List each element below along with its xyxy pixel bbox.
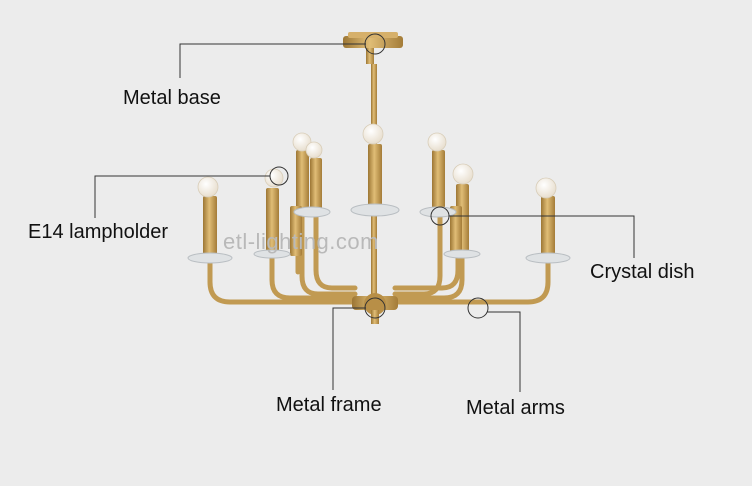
metal-base-callout-circle	[364, 33, 386, 55]
metal-frame	[352, 293, 398, 324]
metal-frame-callout-circle	[364, 297, 386, 319]
bulbs	[197, 123, 557, 199]
leader-lines	[94, 33, 635, 392]
lampholder-callout-circle	[269, 166, 289, 186]
crystal-dish-callout-circle	[430, 206, 450, 226]
label-metal-arms: Metal arms	[466, 397, 565, 419]
crystal-dishes	[187, 203, 571, 264]
label-metal-frame: Metal frame	[276, 394, 382, 416]
metal-base	[343, 32, 403, 64]
metal-arms-callout-circle	[467, 297, 489, 319]
candle-sleeves	[203, 144, 555, 258]
label-lampholder: E14 lampholder	[28, 221, 169, 243]
watermark: etl-lighting.com	[223, 229, 379, 254]
label-metal-base: Metal base	[123, 87, 221, 109]
label-crystal-dish: Crystal dish	[590, 261, 695, 283]
